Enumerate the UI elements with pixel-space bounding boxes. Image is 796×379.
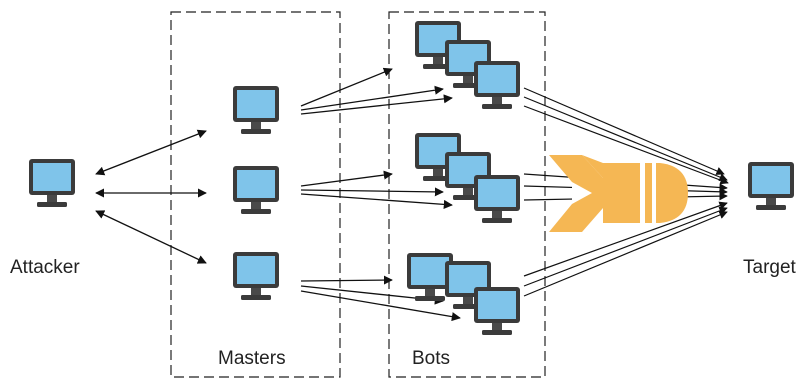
attacker-label: Attacker: [10, 257, 80, 278]
target-computer-icon: [748, 162, 794, 210]
master-computer-icon: [233, 252, 279, 300]
master-computer-icon: [233, 166, 279, 214]
bot-group-3: [407, 253, 520, 335]
bot-computer-icon: [474, 175, 520, 223]
attacker-computer-icon: [29, 159, 75, 207]
attacker-master-links: [95, 129, 207, 264]
bot-target-links: [523, 87, 729, 297]
target-label: Target: [743, 257, 796, 278]
master-computer-icon: [233, 86, 279, 134]
bot-computer-icon: [474, 61, 520, 109]
bomb-missile-icon: [549, 155, 688, 232]
masters-label: Masters: [218, 348, 286, 369]
bot-group-1: [415, 21, 520, 109]
bot-computer-icon: [474, 287, 520, 335]
bots-label: Bots: [412, 348, 450, 369]
bots-group-box: [388, 11, 546, 378]
bot-group-2: [415, 133, 520, 223]
